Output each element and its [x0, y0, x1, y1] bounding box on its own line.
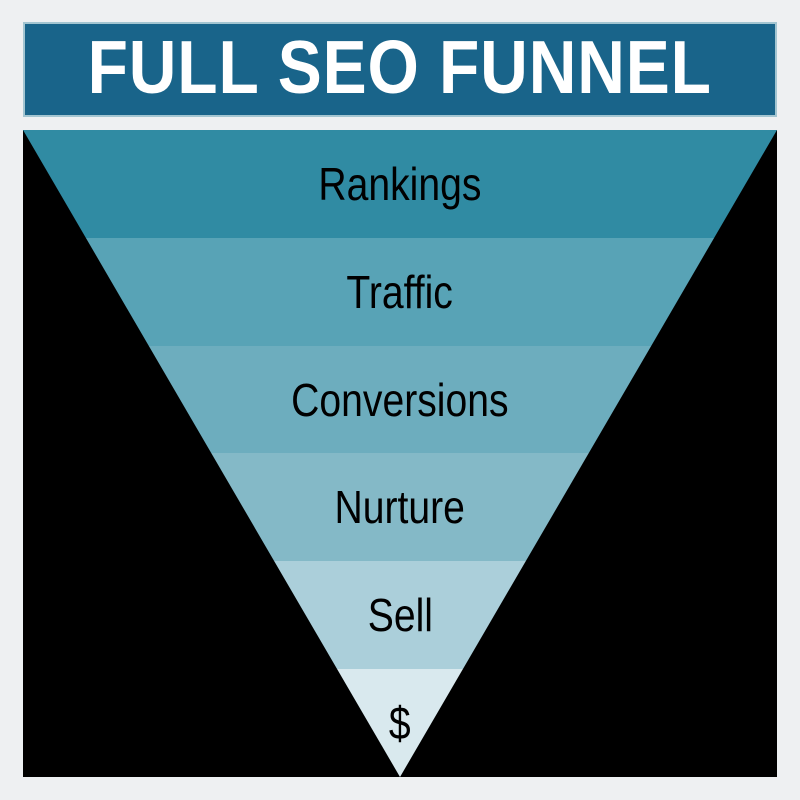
funnel-stage-traffic: Traffic	[23, 237, 777, 346]
funnel-stage-label: Traffic	[346, 265, 454, 318]
funnel-stage-rankings: Rankings	[23, 130, 777, 238]
header-banner: FULL SEO FUNNEL	[23, 22, 777, 117]
funnel-stage-dollar: $	[23, 669, 777, 777]
funnel-stage-label: $	[389, 697, 411, 750]
funnel-stage-conversions: Conversions	[23, 345, 777, 454]
funnel-stage-label: Nurture	[334, 481, 466, 534]
funnel-stage-label: Rankings	[318, 157, 482, 210]
funnel-stage-label: Conversions	[291, 373, 509, 426]
funnel-stage-nurture: Nurture	[23, 453, 777, 562]
funnel-stage-label: Sell	[367, 589, 433, 642]
funnel-stage-sell: Sell	[23, 561, 777, 670]
page-title: FULL SEO FUNNEL	[87, 25, 713, 109]
